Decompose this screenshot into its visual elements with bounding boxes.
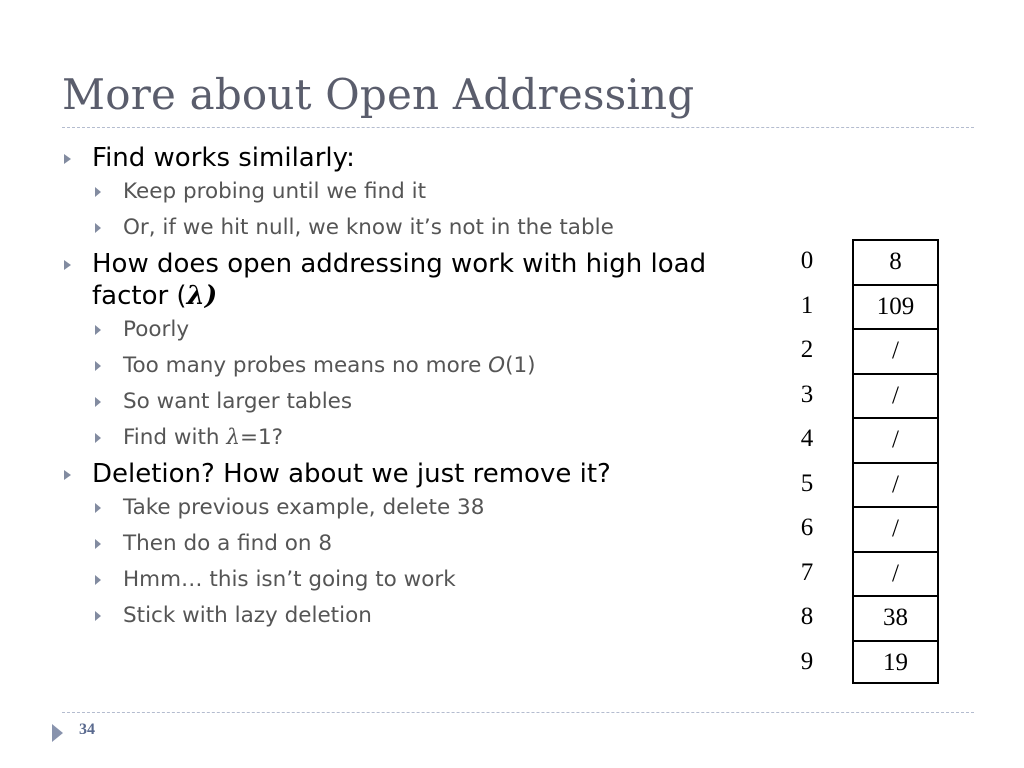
sub-bullet: Poorly: [64, 312, 774, 348]
footer-triangle-icon: [52, 724, 63, 742]
slot-index: 7: [800, 558, 814, 586]
slot-index: 8: [800, 603, 814, 630]
sub-bullet: Hmm… this isn’t going to work: [64, 562, 774, 598]
slot-value: /: [852, 461, 939, 506]
bullet-arrow-icon: [95, 433, 101, 443]
sub-bullet-text: Stick with lazy deletion: [123, 603, 372, 628]
sub-bullet: Too many probes means no more O(1): [64, 348, 774, 384]
slot-value: /: [852, 506, 939, 551]
slot-value: 19: [852, 639, 939, 684]
slot-value: /: [852, 328, 939, 373]
sub-bullet: Or, if we hit null, we know it’s not in …: [64, 210, 774, 246]
bullet-arrow-icon: [95, 539, 101, 549]
sub-bullet-text-end: =1?: [239, 425, 284, 450]
slot-index: 2: [800, 336, 814, 363]
sub-bullet-text: Hmm… this isn’t going to work: [123, 567, 456, 592]
bullet-text: Find works similarly:: [92, 143, 355, 173]
bullet-arrow-icon: [95, 397, 101, 407]
sub-bullet: Stick with lazy deletion: [64, 598, 774, 634]
slot-index: 4: [800, 425, 814, 452]
sub-bullet-text-end: (1): [505, 353, 536, 378]
sub-bullet: Take previous example, delete 38: [64, 490, 774, 526]
bullet-text-close: ): [204, 281, 218, 311]
bullet-list: Find works similarly: Keep probing until…: [64, 138, 774, 634]
sub-bullet-text: Poorly: [123, 317, 190, 342]
bullet-arrow-icon: [64, 260, 71, 270]
slot-value: /: [852, 417, 939, 462]
page-number: 34: [79, 721, 95, 738]
bullet-arrow-icon: [64, 470, 71, 480]
big-o-symbol: O: [488, 353, 506, 378]
bullet-high-load-factor: How does open addressing work with high …: [64, 248, 774, 312]
slot-value: /: [852, 550, 939, 595]
sub-bullet-text: Or, if we hit null, we know it’s not in …: [123, 215, 614, 240]
sub-bullet: Then do a find on 8: [64, 526, 774, 562]
bullet-arrow-icon: [95, 223, 101, 233]
slot-index: 9: [800, 647, 814, 675]
sub-bullet: So want larger tables: [64, 384, 774, 420]
sub-bullet-text: Take previous example, delete 38: [123, 495, 485, 520]
sub-bullet-text: So want larger tables: [123, 389, 353, 414]
bullet-arrow-icon: [95, 575, 101, 585]
bullet-deletion: Deletion? How about we just remove it?: [64, 458, 774, 490]
sub-bullet-text: Find with: [123, 425, 227, 450]
bullet-arrow-icon: [95, 361, 101, 371]
slot-value: 38: [852, 595, 939, 640]
bullet-text: How does open addressing work with high …: [92, 249, 707, 311]
bullet-arrow-icon: [95, 325, 101, 335]
bullet-find-works: Find works similarly:: [64, 142, 774, 174]
bullet-arrow-icon: [95, 503, 101, 513]
lambda-symbol: λ: [186, 281, 205, 311]
slot-value: 109: [852, 283, 939, 328]
slide-title: More about Open Addressing: [62, 70, 695, 119]
sub-bullet-text: Too many probes means no more: [123, 353, 489, 378]
slot-index: 3: [800, 380, 814, 408]
bullet-arrow-icon: [95, 187, 101, 197]
slot-index: 0: [800, 247, 814, 274]
slot-value: /: [852, 372, 939, 417]
sub-bullet-text: Then do a find on 8: [123, 531, 333, 556]
slot-index: 6: [800, 514, 814, 541]
slot-index: 1: [800, 291, 814, 319]
sub-bullet-text: Keep probing until we find it: [123, 179, 427, 204]
sub-bullet: Keep probing until we find it: [64, 174, 774, 210]
sub-bullet: Find with λ=1?: [64, 420, 774, 456]
bullet-arrow-icon: [95, 611, 101, 621]
slot-value: 8: [852, 239, 939, 284]
bullet-arrow-icon: [64, 154, 71, 164]
title-divider: [62, 127, 974, 128]
footer-divider: [62, 712, 974, 713]
slot-index: 5: [800, 469, 814, 497]
lambda-symbol: λ: [226, 425, 240, 450]
bullet-text: Deletion? How about we just remove it?: [92, 459, 611, 489]
